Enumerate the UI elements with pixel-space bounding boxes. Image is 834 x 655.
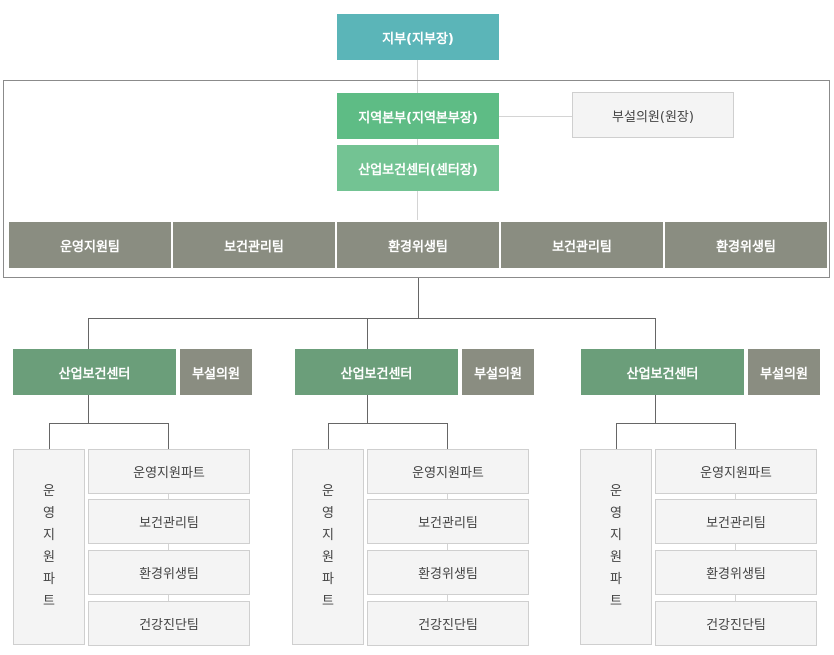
connector-c1-right xyxy=(168,423,169,449)
part-box: 보건관리팀 xyxy=(88,499,250,544)
connector-top xyxy=(417,60,418,220)
team-box: 환경위생팀 xyxy=(665,222,827,268)
connector-c3-parts xyxy=(735,494,736,604)
connector-main-h xyxy=(88,318,656,319)
connector-c3-down xyxy=(655,318,656,349)
center-box: 산업보건센터 xyxy=(13,349,176,395)
center-box: 산업보건센터 xyxy=(295,349,458,395)
connector-c3-sub-h xyxy=(616,423,736,424)
team-box: 보건관리팀 xyxy=(501,222,663,268)
connector-c3-left xyxy=(616,423,617,449)
connector-c1-parts xyxy=(168,494,169,604)
center-box: 산업보건센터 xyxy=(581,349,744,395)
connector-main-down xyxy=(418,278,419,318)
connector-c1-left xyxy=(49,423,50,449)
connector-clinic xyxy=(498,116,572,117)
region-clinic-box: 부설의원(원장) xyxy=(572,92,734,138)
team-box: 보건관리팀 xyxy=(173,222,335,268)
part-box: 건강진단팀 xyxy=(367,601,529,646)
region-frame xyxy=(3,80,830,278)
part-box: 운영지원파트 xyxy=(367,449,529,494)
center-clinic-box: 부설의원 xyxy=(748,349,820,395)
team-box: 환경위생팀 xyxy=(337,222,499,268)
part-box: 운영지원파트 xyxy=(655,449,817,494)
region-center-box: 산업보건센터(센터장) xyxy=(337,145,499,191)
connector-c2-right xyxy=(447,423,448,449)
part-box: 건강진단팀 xyxy=(88,601,250,646)
part-box: 환경위생팀 xyxy=(88,550,250,595)
team-box: 운영지원팀 xyxy=(9,222,171,268)
center-clinic-box: 부설의원 xyxy=(462,349,534,395)
connector-c1-down xyxy=(88,318,89,349)
connector-c2-down xyxy=(367,318,368,349)
ops-part-vertical: 운 영 지 원 파 트 xyxy=(580,449,652,645)
connector-c1-sub-h xyxy=(49,423,169,424)
connector-c2-sub-h xyxy=(328,423,448,424)
connector-c1-sub-down xyxy=(88,395,89,423)
connector-c2-sub-down xyxy=(367,395,368,423)
connector-c2-left xyxy=(328,423,329,449)
part-box: 건강진단팀 xyxy=(655,601,817,646)
part-box: 환경위생팀 xyxy=(367,550,529,595)
connector-c2-parts xyxy=(447,494,448,604)
part-box: 보건관리팀 xyxy=(367,499,529,544)
connector-c3-sub-down xyxy=(655,395,656,423)
connector-c3-right xyxy=(735,423,736,449)
part-box: 운영지원파트 xyxy=(88,449,250,494)
branch-box: 지부(지부장) xyxy=(337,14,499,60)
region-hq-box: 지역본부(지역본부장) xyxy=(337,93,499,139)
ops-part-vertical: 운 영 지 원 파 트 xyxy=(292,449,364,645)
center-clinic-box: 부설의원 xyxy=(180,349,252,395)
part-box: 보건관리팀 xyxy=(655,499,817,544)
ops-part-vertical: 운 영 지 원 파 트 xyxy=(13,449,85,645)
part-box: 환경위생팀 xyxy=(655,550,817,595)
